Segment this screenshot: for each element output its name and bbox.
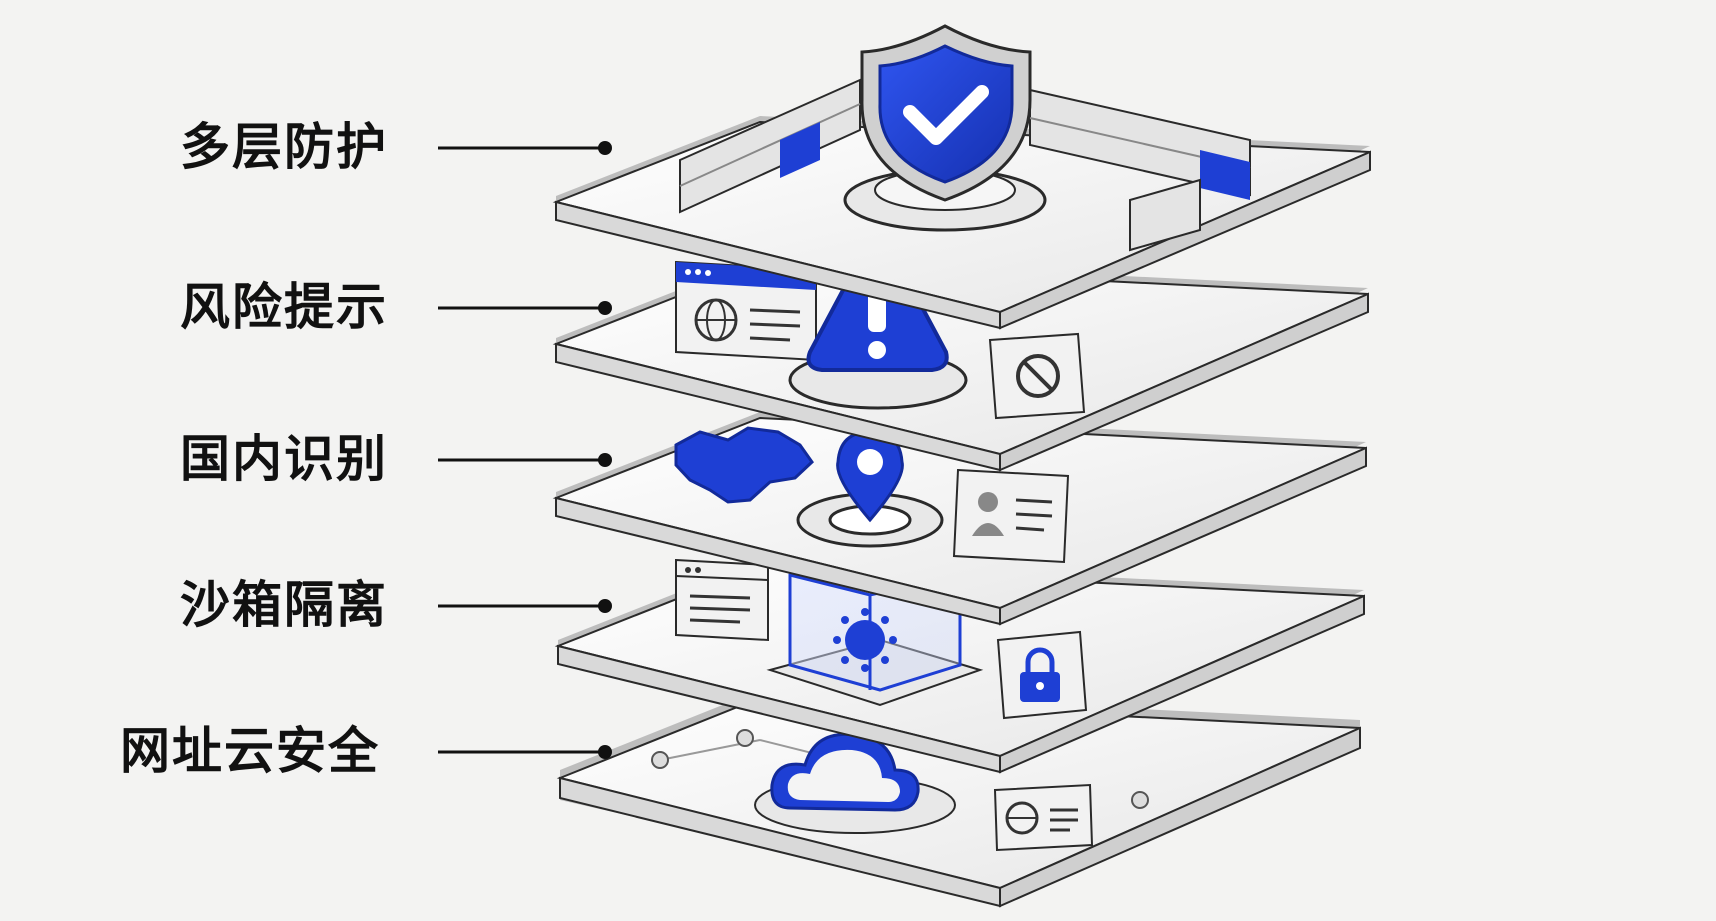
leader-dot-2 <box>598 301 612 315</box>
leader-dot-5 <box>598 745 612 759</box>
plate-region-layer <box>552 412 1367 626</box>
plate-sandbox-layer <box>554 553 1365 774</box>
shield-check-icon <box>860 24 1032 202</box>
leader-dot-4 <box>598 599 612 613</box>
leader-dot-1 <box>598 141 612 155</box>
id-card-icon <box>952 468 1070 564</box>
brick-wall-left <box>679 78 861 214</box>
document-window-icon <box>675 558 769 642</box>
layer-label-risk-warning: 风险提示 <box>180 278 388 336</box>
layer-label-multi-protection: 多层防护 <box>180 118 388 176</box>
leader-dot-3 <box>598 453 612 467</box>
plate-warning-layer <box>552 249 1369 472</box>
brick-wall-right <box>1029 88 1251 252</box>
layer-label-sandbox-isolation: 沙箱隔离 <box>180 576 388 634</box>
layer-label-url-cloud-security: 网址云安全 <box>120 722 380 780</box>
web-card-icon <box>993 783 1094 852</box>
plate-shield-layer <box>552 24 1371 330</box>
lock-card-icon <box>996 630 1088 720</box>
layer-label-domestic-recognition: 国内识别 <box>180 430 388 488</box>
browser-window-icon <box>675 260 817 362</box>
china-map-icon <box>674 426 814 504</box>
block-card-icon <box>988 332 1086 420</box>
leader-lines <box>438 141 612 759</box>
virus-icon <box>833 608 897 672</box>
